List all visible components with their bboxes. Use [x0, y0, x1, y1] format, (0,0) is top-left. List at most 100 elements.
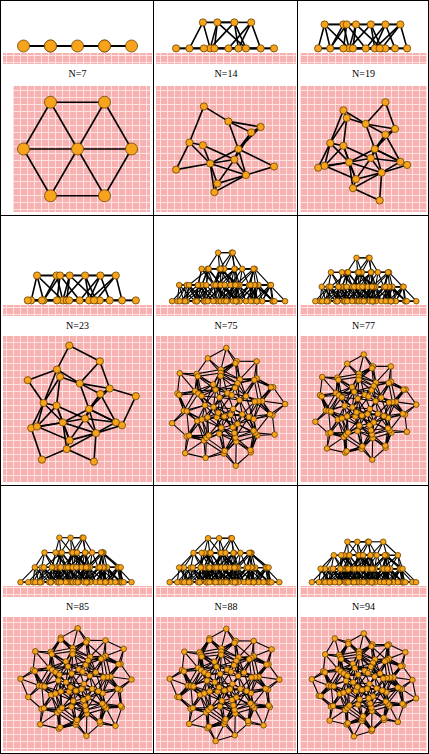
- atom: [248, 129, 255, 136]
- atom: [59, 419, 66, 426]
- atom: [118, 297, 125, 304]
- atom: [367, 21, 374, 28]
- atom: [97, 390, 104, 397]
- atom: [378, 169, 385, 176]
- atom: [221, 414, 227, 420]
- atom: [243, 393, 249, 399]
- atom: [118, 565, 124, 571]
- atom: [356, 270, 362, 276]
- atom: [40, 399, 47, 406]
- atom: [205, 355, 211, 361]
- atom: [382, 443, 388, 449]
- atom: [206, 433, 212, 439]
- atom: [218, 266, 224, 272]
- atom: [313, 419, 319, 425]
- atom: [169, 420, 175, 426]
- atom: [345, 430, 351, 436]
- atom: [207, 160, 214, 167]
- atom: [33, 272, 40, 279]
- cluster-panel: [3, 272, 152, 482]
- atom: [214, 19, 221, 26]
- atom: [414, 298, 420, 304]
- side-view: [18, 40, 138, 52]
- atom: [248, 298, 254, 304]
- atom: [233, 361, 239, 367]
- substrate-strip: [300, 53, 427, 64]
- atom: [251, 266, 257, 272]
- atom: [82, 415, 89, 422]
- atom: [112, 419, 119, 426]
- atom: [126, 40, 138, 52]
- atom: [182, 298, 188, 304]
- atom: [397, 21, 404, 28]
- cluster-panel: [3, 535, 152, 751]
- atom: [74, 550, 80, 556]
- atom: [344, 284, 350, 290]
- atom: [58, 565, 64, 571]
- atom: [339, 395, 345, 401]
- substrate-strip: [156, 53, 296, 64]
- atom: [267, 411, 273, 417]
- atom: [186, 139, 193, 146]
- atom: [369, 284, 375, 290]
- atom: [340, 107, 347, 114]
- atom: [32, 565, 38, 571]
- atom: [248, 19, 255, 26]
- atom: [66, 342, 73, 349]
- atom: [344, 298, 350, 304]
- atom: [268, 384, 274, 390]
- atom: [328, 284, 334, 290]
- atom: [83, 565, 89, 571]
- atom: [340, 142, 347, 149]
- atom: [56, 373, 63, 380]
- atom: [49, 565, 55, 571]
- atom: [194, 298, 200, 304]
- atom: [225, 45, 232, 52]
- atom: [232, 430, 238, 436]
- atom: [369, 457, 375, 463]
- atom: [324, 446, 330, 452]
- side-view: [24, 272, 139, 304]
- atom: [66, 437, 73, 444]
- atom: [18, 579, 24, 585]
- atom: [99, 96, 111, 108]
- substrate-strip: [3, 586, 152, 597]
- atom: [217, 395, 223, 401]
- atom: [272, 298, 278, 304]
- atom: [365, 411, 371, 417]
- cluster-panel: [156, 250, 296, 482]
- atom: [385, 270, 391, 276]
- atom: [327, 45, 334, 52]
- atom: [376, 45, 383, 52]
- atom: [373, 398, 379, 404]
- atom: [344, 448, 350, 454]
- atom: [336, 284, 342, 290]
- substrate-square: [3, 617, 152, 751]
- atom: [246, 414, 252, 420]
- atom: [367, 155, 374, 162]
- atom: [126, 143, 138, 155]
- atom: [371, 145, 378, 152]
- atom: [199, 417, 205, 423]
- atom: [239, 412, 245, 418]
- atom: [99, 40, 111, 52]
- atom: [97, 272, 104, 279]
- atom: [401, 387, 407, 393]
- atom: [248, 447, 254, 453]
- cluster-panel: [156, 19, 296, 212]
- bond: [189, 22, 203, 48]
- atom: [391, 125, 398, 132]
- atom: [252, 399, 258, 405]
- atom: [268, 282, 274, 288]
- atom: [328, 430, 334, 436]
- atom: [232, 266, 238, 272]
- atom: [172, 166, 179, 173]
- atom: [195, 282, 201, 288]
- atom: [270, 163, 277, 170]
- atom: [233, 298, 239, 304]
- atom: [319, 394, 325, 400]
- atom: [346, 159, 353, 166]
- atom: [37, 579, 43, 585]
